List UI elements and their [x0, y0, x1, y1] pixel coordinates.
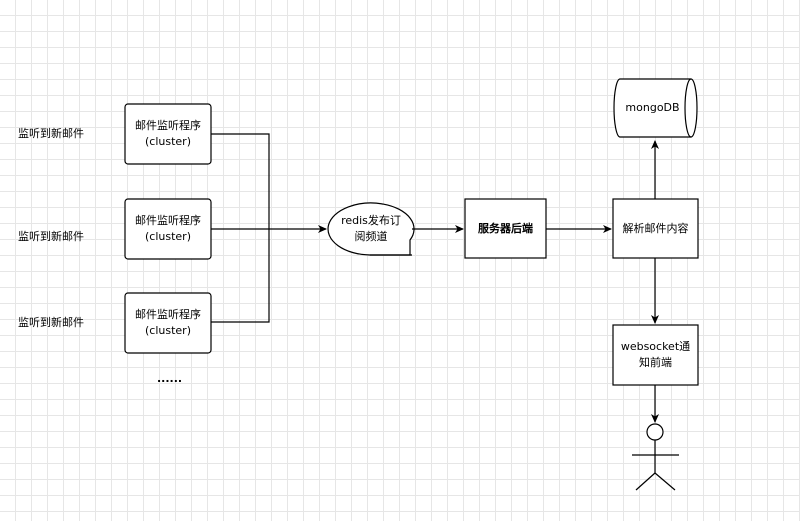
- cluster-node-3-label: 邮件监听程序 (cluster): [135, 308, 201, 337]
- redis-node-label: redis发布订 阅频道: [341, 214, 401, 243]
- cluster-node-1-label: 邮件监听程序 (cluster): [135, 119, 201, 148]
- websocket-node[interactable]: [612, 324, 699, 386]
- connector-cluster-1: [211, 133, 270, 229]
- user-actor-icon: [632, 423, 679, 491]
- parse-node-label: 解析邮件内容: [622, 221, 689, 235]
- cluster-node-3[interactable]: [124, 292, 212, 354]
- connector-cluster-3: [211, 229, 270, 323]
- side-label-1: 监听到新邮件: [18, 127, 84, 140]
- websocket-node-label: websocket通 知前端: [620, 340, 691, 369]
- parse-node[interactable]: [612, 198, 699, 259]
- db-node-rim: [684, 78, 692, 138]
- side-label-3: 监听到新邮件: [18, 316, 84, 329]
- db-node-label: mongoDB: [625, 101, 680, 114]
- ellipsis-label: ......: [157, 372, 183, 385]
- server-node-label: 服务器后端: [478, 221, 533, 235]
- redis-node[interactable]: [327, 202, 415, 256]
- cluster-node-2-label: 邮件监听程序 (cluster): [135, 214, 201, 243]
- server-node[interactable]: [464, 198, 547, 259]
- side-label-2: 监听到新邮件: [18, 230, 84, 243]
